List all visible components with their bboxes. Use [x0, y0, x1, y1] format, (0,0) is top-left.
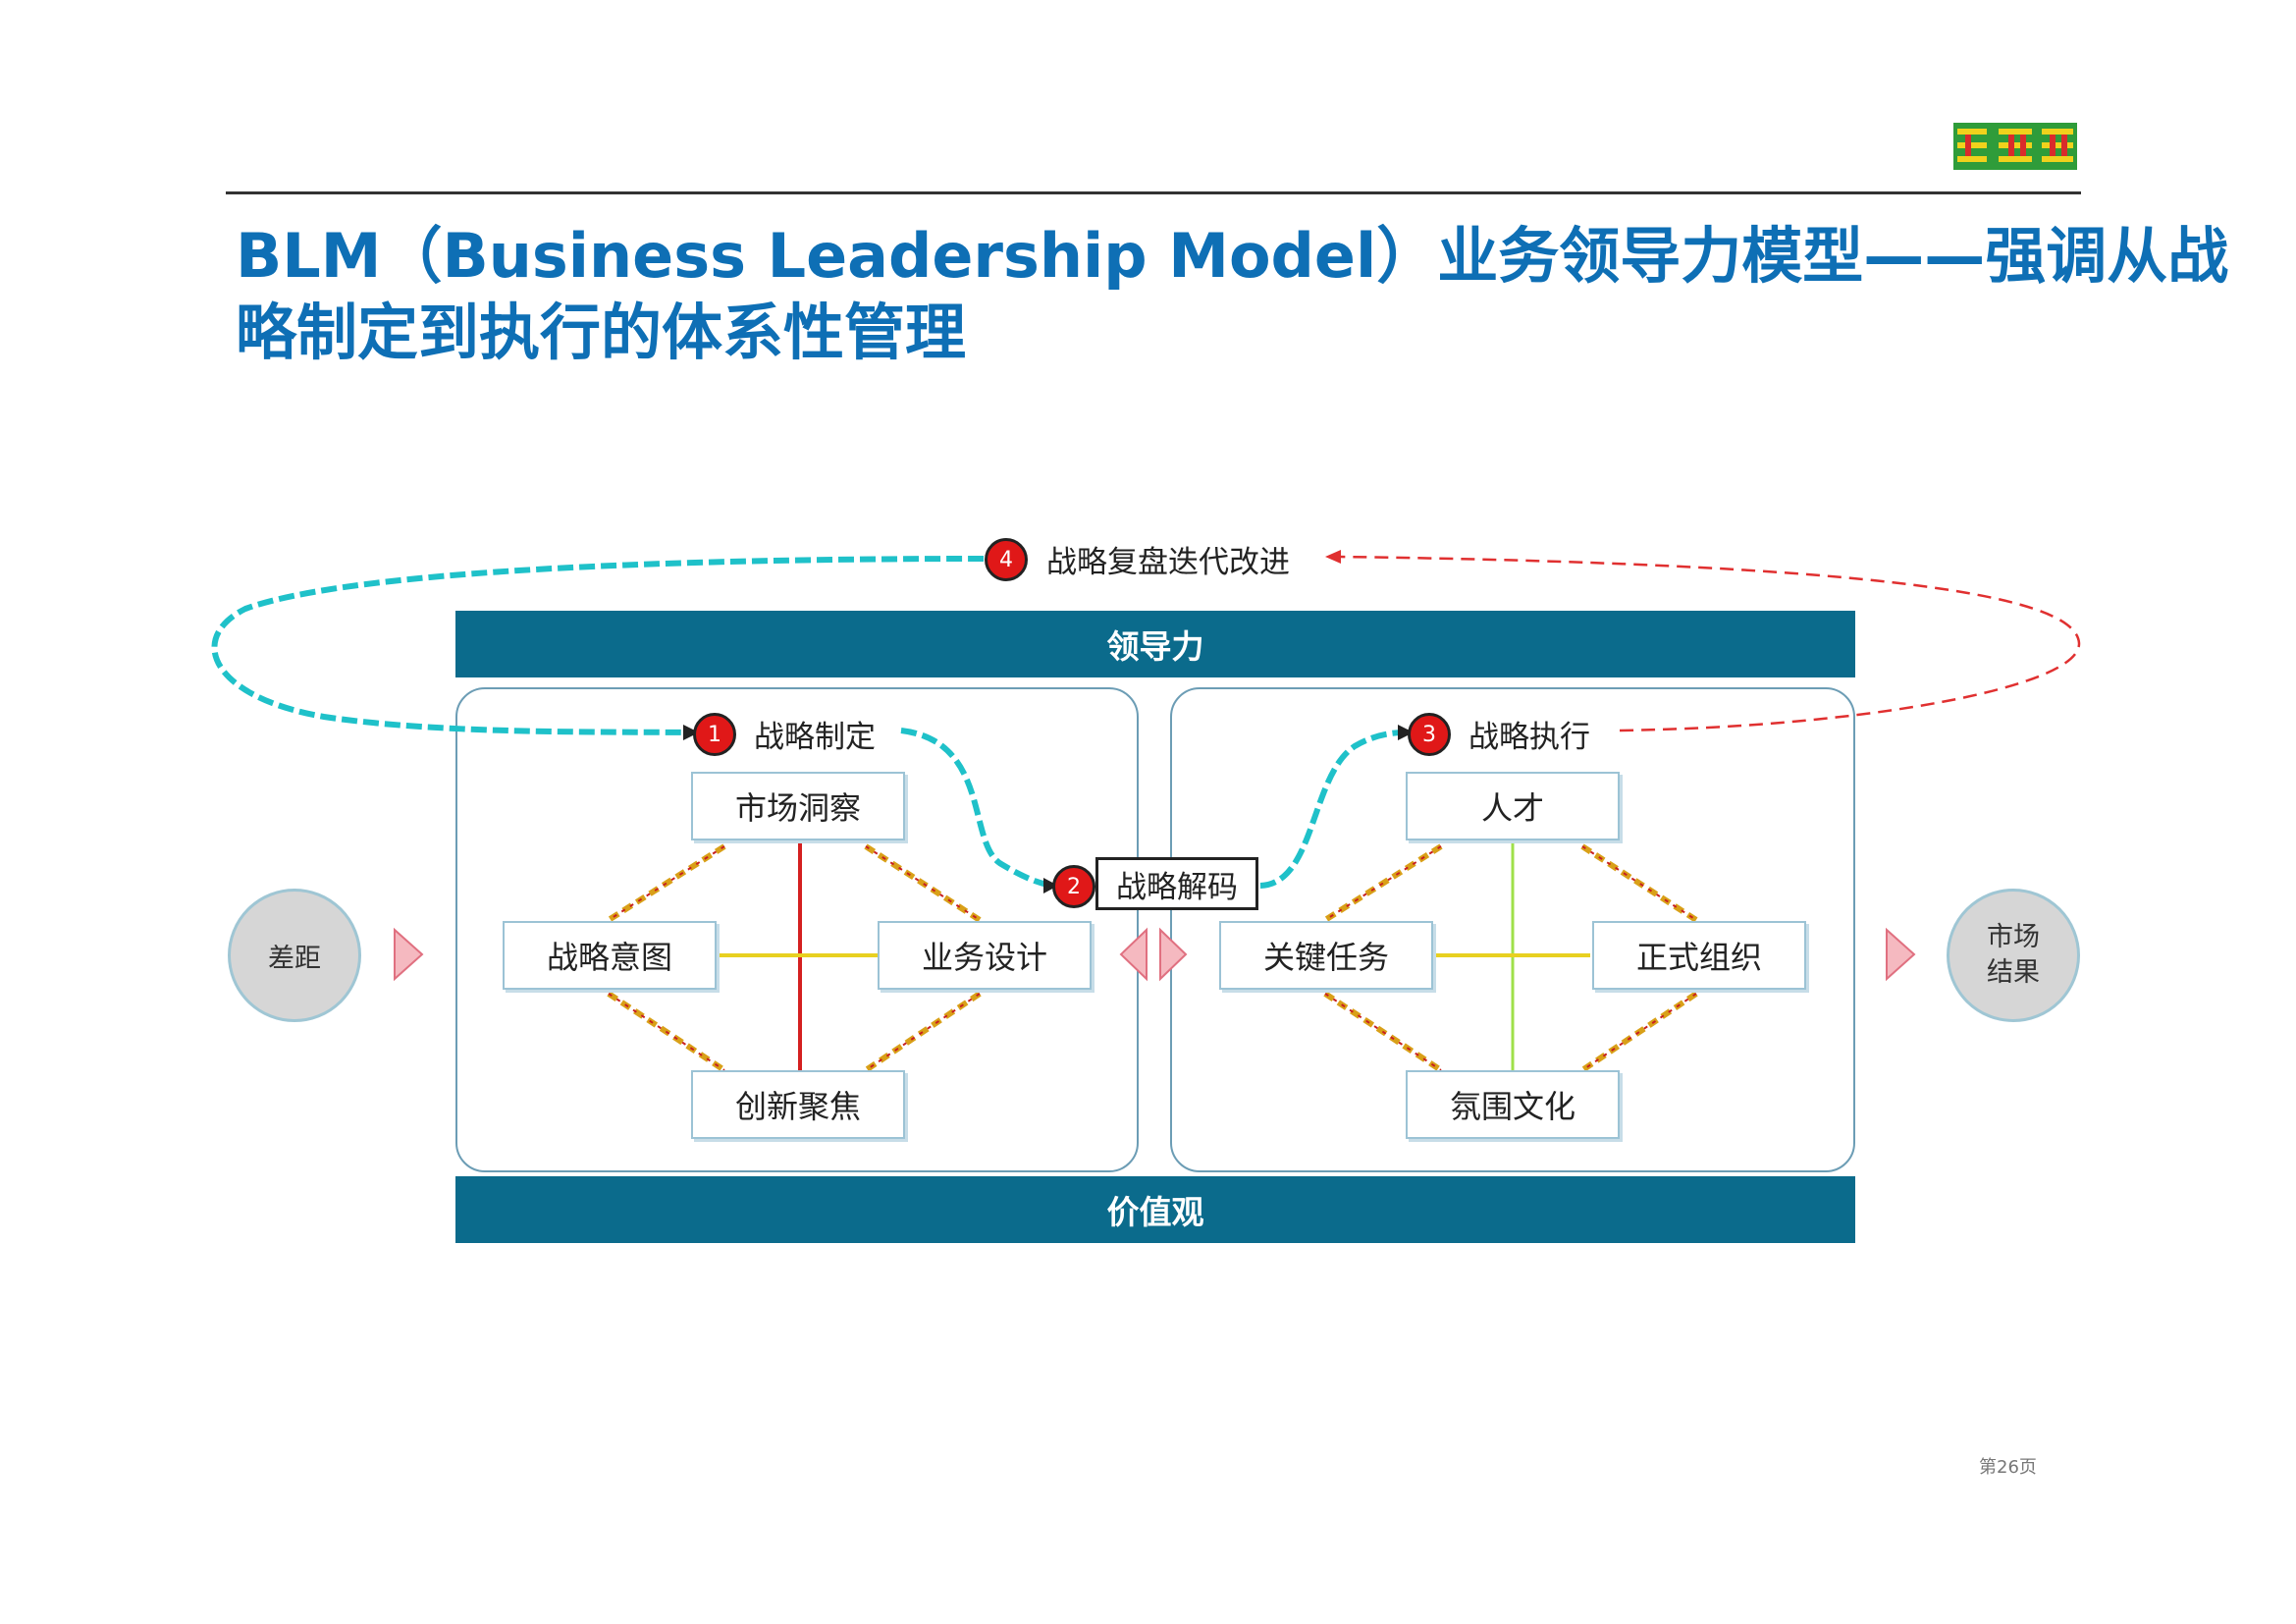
- formulation-to-decode-path: [900, 728, 1053, 889]
- gap-circle: 差距: [228, 889, 361, 1022]
- decode-left-arrow: [1119, 927, 1148, 982]
- node-formal-organization: 正式组织: [1592, 921, 1806, 990]
- step-3-badge: 3: [1408, 713, 1451, 756]
- review-loop-path: [211, 556, 985, 735]
- node-strategic-intent: 战略意图: [503, 921, 717, 990]
- step-2-label: 战略解码: [1095, 857, 1258, 910]
- page-number: 第26页: [1979, 1457, 2037, 1478]
- node-talent: 人才: [1406, 772, 1620, 840]
- title-line-2: 略制定到执行的体系性管理: [236, 297, 967, 368]
- step-4-badge: 4: [985, 538, 1028, 581]
- step-2-badge: 2: [1052, 865, 1095, 908]
- step-1-label: 战略制定: [754, 720, 876, 755]
- company-logo: [1951, 119, 2079, 174]
- gap-label: 差距: [268, 943, 321, 974]
- decode-right-arrow: [1159, 927, 1188, 982]
- execution-to-review-path: [1339, 555, 2081, 732]
- step-3-label: 战略执行: [1468, 720, 1590, 755]
- node-innovation-focus: 创新聚焦: [691, 1070, 905, 1139]
- result-label-line-2: 结果: [1987, 957, 2040, 988]
- header-divider: [226, 191, 2081, 194]
- step-4-label: 战略复盘迭代改进: [1046, 545, 1290, 580]
- leadership-band: 领导力: [455, 611, 1855, 677]
- step-1-badge: 1: [693, 713, 736, 756]
- decode-to-execution-path: [1259, 730, 1405, 889]
- values-band: 价值观: [455, 1176, 1855, 1243]
- node-critical-tasks: 关键任务: [1219, 921, 1433, 990]
- page-title: BLM（Business Leadership Model）业务领导力模型——强…: [236, 218, 2229, 371]
- result-label-line-1: 市场: [1987, 922, 2040, 952]
- title-line-1: BLM（Business Leadership Model）业务领导力模型——强…: [236, 220, 2229, 292]
- execution-to-result-arrow: [1886, 927, 1916, 982]
- node-climate-culture: 氛围文化: [1406, 1070, 1620, 1139]
- market-result-circle: 市场结果: [1947, 889, 2080, 1022]
- node-market-insight: 市场洞察: [691, 772, 905, 840]
- node-business-design: 业务设计: [878, 921, 1092, 990]
- gap-to-formulation-arrow: [394, 927, 424, 982]
